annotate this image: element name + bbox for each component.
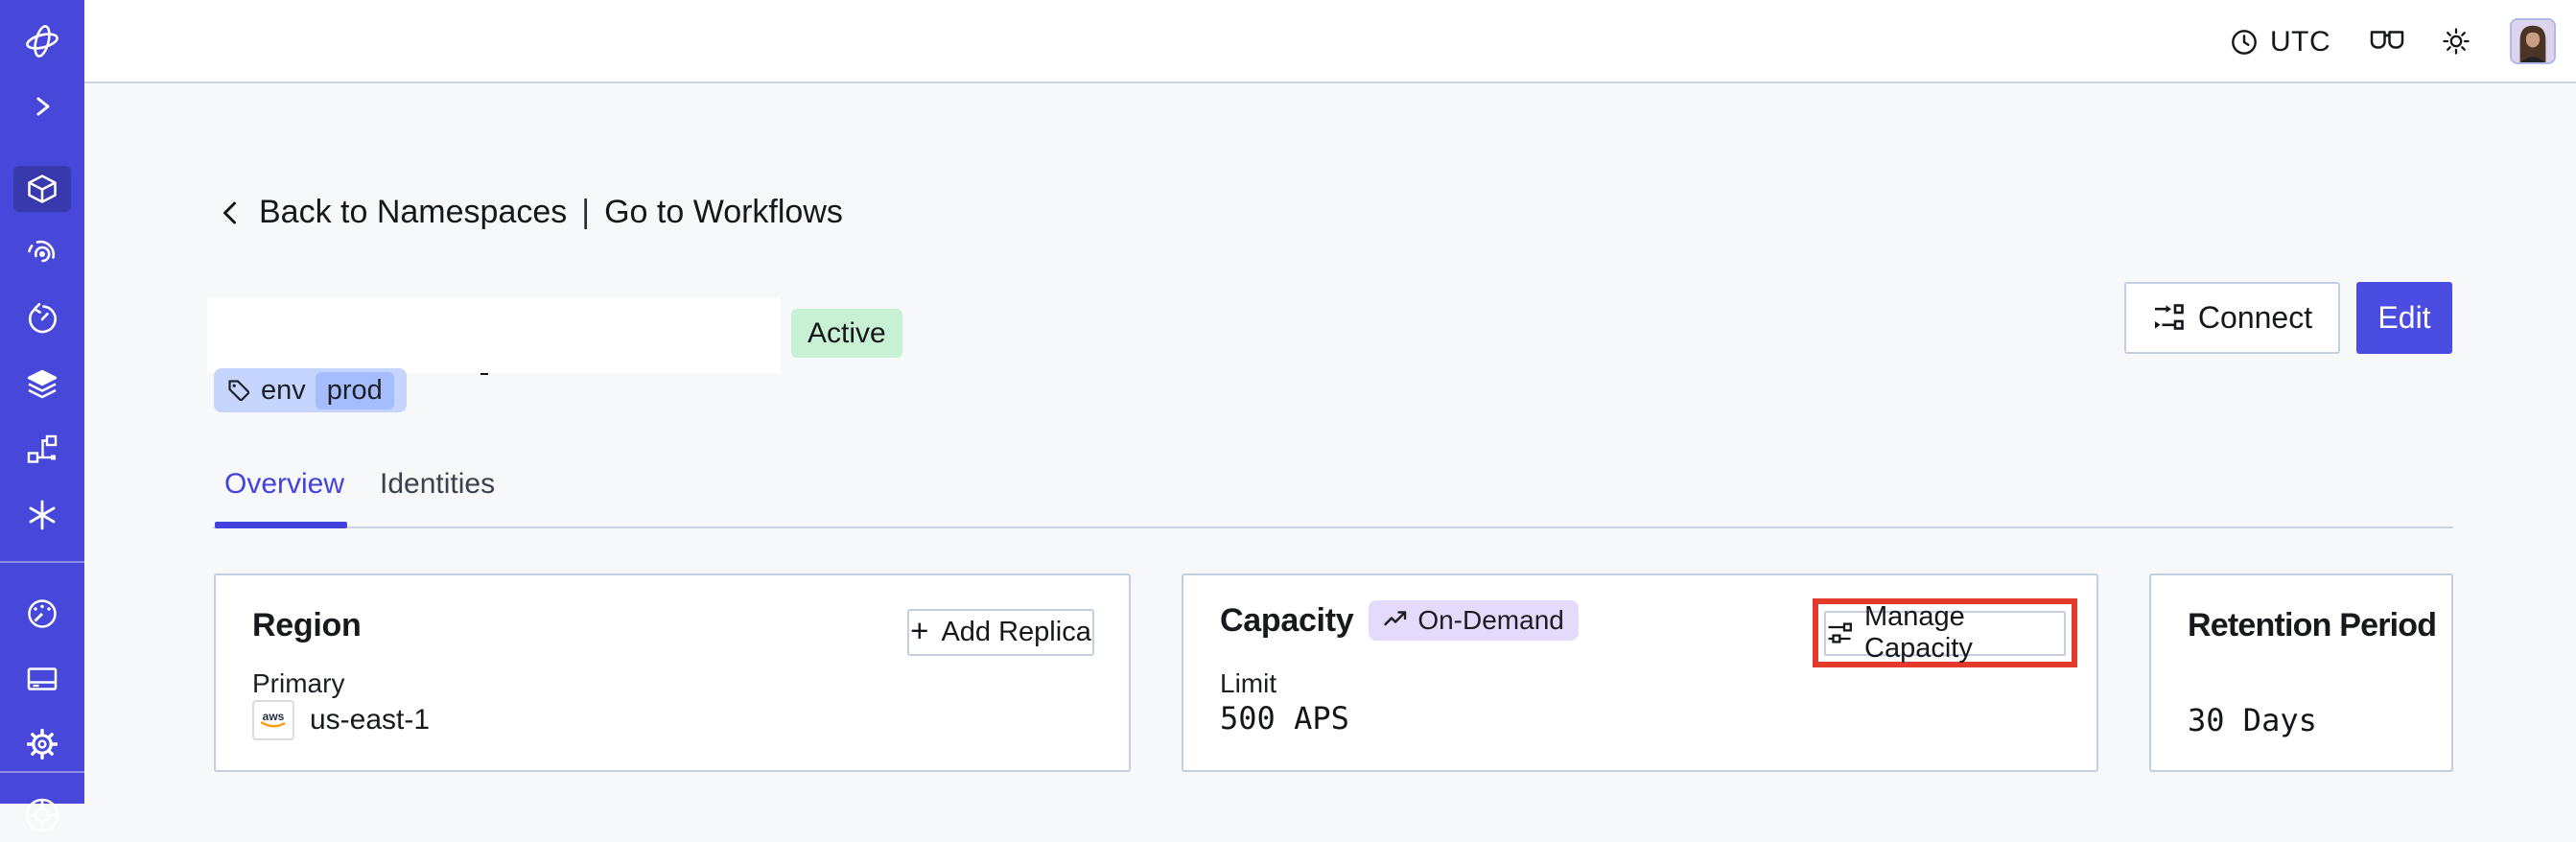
namespace-tag: env prod [214,368,407,412]
on-demand-badge: On-Demand [1369,600,1579,641]
active-tab-underline [215,522,347,528]
capacity-field-label: Limit [1220,668,1277,698]
add-replica-button[interactable]: + Add Replica [907,609,1094,656]
spiral-icon [28,240,56,263]
sidebar-item-support[interactable] [0,788,84,842]
trending-up-icon [1383,608,1408,633]
sidebar-item-schedules[interactable] [0,292,84,346]
lifebuoy-icon [25,798,59,832]
add-replica-label: Add Replica [941,617,1091,647]
status-badge: Active [791,309,902,358]
connect-button[interactable]: Connect [2124,282,2340,354]
sidebar-divider [0,561,84,563]
sidebar-item-settings[interactable] [0,717,84,771]
tabs-baseline [213,526,2453,528]
region-field-label: Primary [252,668,345,698]
gear-icon [27,729,58,760]
timezone-selector[interactable]: UTC [2231,0,2330,83]
chevron-left-icon [219,199,242,226]
tag-key: env [261,374,306,406]
sliders-icon [1826,620,1853,646]
timezone-label: UTC [2270,25,2331,58]
cube-icon [28,175,57,203]
clock-icon [2231,29,2258,56]
avatar[interactable] [2510,18,2556,64]
temporal-logo-icon[interactable] [0,14,84,68]
sidebar-expand-chevron-icon[interactable] [0,80,84,133]
capacity-card-title: Capacity [1220,601,1354,639]
sidebar-item-namespaces[interactable] [0,162,84,216]
sidebar-divider [0,771,84,773]
layers-icon [27,369,58,399]
pipeline-branch-icon [27,434,58,463]
breadcrumb-separator: | [581,194,591,230]
asterisk-icon [29,500,56,530]
retention-value: 30 Days [2188,702,2317,738]
glasses-icon[interactable] [2369,29,2405,54]
sidebar-item-batch-operations[interactable] [0,423,84,477]
credit-card-icon [27,667,58,690]
sidebar-item-nexus[interactable] [0,488,84,542]
region-value: us-east-1 [310,704,431,736]
clock-retry-icon [29,302,57,334]
breadcrumb: Back to Namespaces | Go to Workflows [219,194,843,231]
edit-button[interactable]: Edit [2356,282,2452,354]
breadcrumb-workflows-link[interactable]: Go to Workflows [604,194,843,230]
manage-capacity-button[interactable]: Manage Capacity [1824,601,2066,664]
aws-logo-text: aws [263,710,285,723]
sidebar-item-deployments[interactable] [0,358,84,411]
aws-provider-icon: aws [252,700,294,740]
sidebar-item-billing[interactable] [0,652,84,706]
connect-button-label: Connect [2197,300,2313,335]
connect-icon [2152,302,2185,335]
plus-icon: + [910,613,929,648]
retention-card-title: Retention Period [2188,607,2437,643]
manage-capacity-label: Manage Capacity [1864,601,1973,664]
on-demand-label: On-Demand [1417,605,1564,635]
tag-icon [226,378,251,403]
sidebar-item-workflows[interactable] [0,227,84,281]
annotation-highlight-box: Manage Capacity [1813,598,2077,667]
region-card: Region + Add Replica Primary aws us-east… [214,573,1131,772]
retention-card: Retention Period 30 Days [2149,573,2453,772]
capacity-limit-value: 500 APS [1220,700,1349,737]
sidebar-item-usage[interactable] [0,587,84,641]
namespace-title-redaction [207,297,781,373]
top-bar [84,0,2576,83]
tab-overview[interactable]: Overview [224,468,345,500]
region-card-title: Region [252,607,362,643]
sun-icon[interactable] [2442,27,2471,56]
sidebar-nav [0,0,84,832]
gauge-icon [28,599,57,628]
tag-value: prod [315,371,394,409]
tab-identities[interactable]: Identities [380,468,496,500]
breadcrumb-back-link[interactable]: Back to Namespaces [259,194,568,230]
capacity-card: Capacity On-Demand Manage Capacity [1182,573,2098,772]
